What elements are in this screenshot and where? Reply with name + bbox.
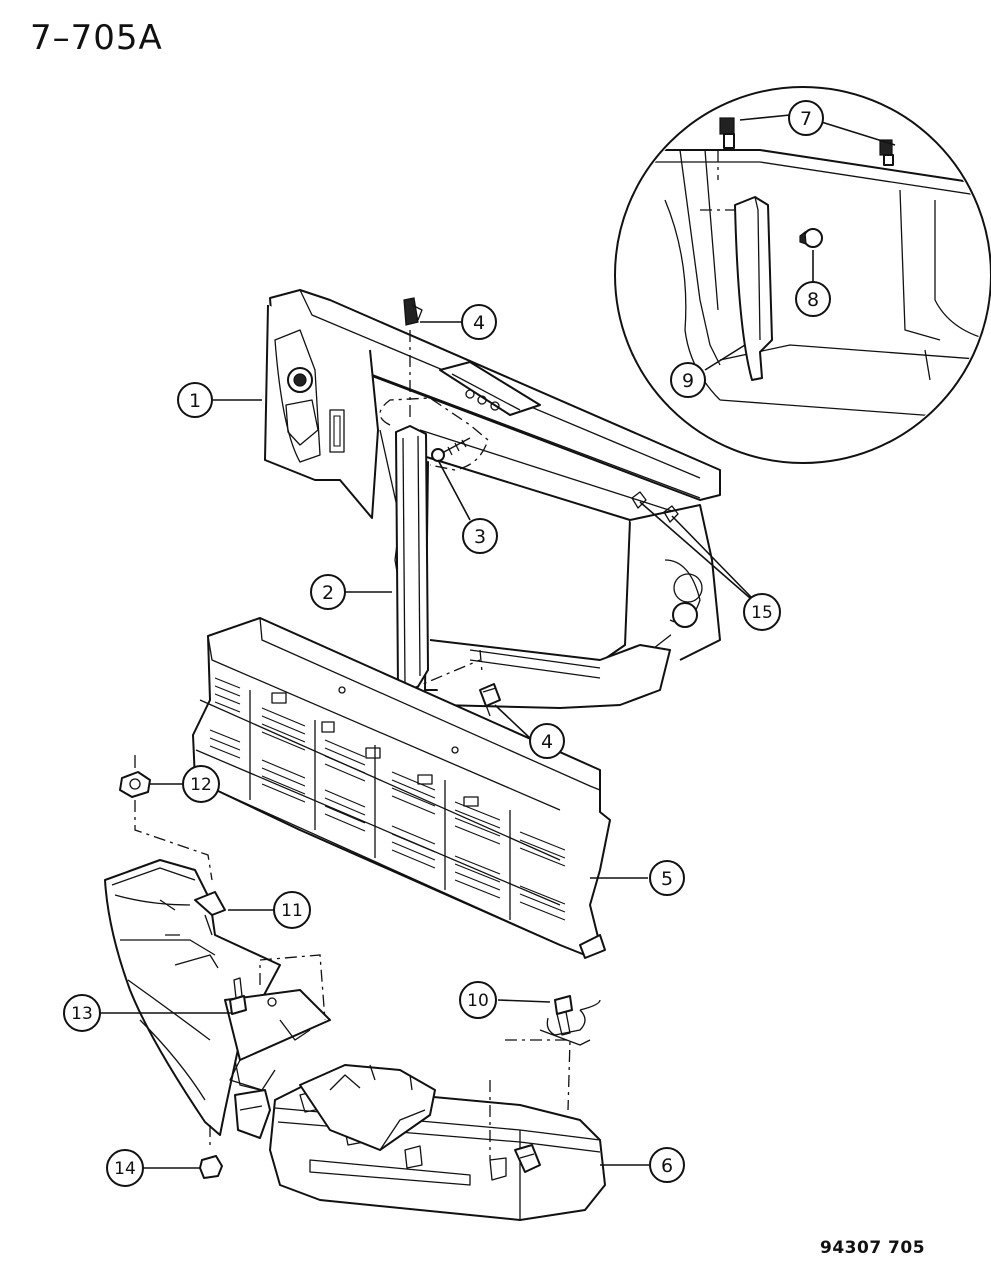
screw (431, 437, 471, 462)
callout-14: 14 (106, 1149, 144, 1187)
callout-4-bottom: 4 (529, 723, 565, 759)
callout-7: 7 (788, 100, 824, 136)
callout-1: 1 (177, 382, 213, 418)
callout-4-top: 4 (461, 304, 497, 340)
bolt-left (229, 977, 247, 1015)
svg-text:2: 2 (322, 582, 334, 604)
callout-9: 9 (670, 362, 706, 398)
svg-text:9: 9 (682, 370, 694, 392)
svg-text:3: 3 (474, 526, 486, 548)
leader-lines (100, 114, 896, 1169)
diagram-title: 7–705A (30, 18, 163, 58)
callout-3: 3 (462, 518, 498, 554)
callout-10: 10 (459, 981, 497, 1019)
bolt-right (539, 995, 601, 1046)
svg-text:14: 14 (114, 1159, 136, 1179)
radiator-support (264, 289, 721, 709)
figure-code: 94307 705 (820, 1238, 926, 1258)
svg-text:4: 4 (541, 731, 553, 753)
nut (119, 755, 151, 798)
svg-text:6: 6 (661, 1155, 673, 1177)
callout-12: 12 (182, 765, 220, 803)
svg-text:13: 13 (71, 1004, 93, 1024)
svg-text:11: 11 (281, 901, 303, 921)
callout-2: 2 (310, 574, 346, 610)
svg-text:1: 1 (189, 390, 201, 412)
grille (192, 617, 611, 959)
svg-text:5: 5 (661, 868, 673, 890)
callout-11: 11 (273, 891, 311, 929)
callout-13: 13 (63, 994, 101, 1032)
clip-top (403, 297, 423, 326)
svg-text:7: 7 (800, 108, 812, 130)
callout-8: 8 (795, 281, 831, 317)
callout-15: 15 (743, 593, 781, 631)
svg-text:10: 10 (467, 991, 489, 1011)
svg-text:15: 15 (751, 603, 773, 623)
svg-text:8: 8 (807, 289, 819, 311)
svg-text:4: 4 (473, 312, 485, 334)
callout-5: 5 (649, 860, 685, 896)
bumper-end-left (104, 859, 331, 1139)
callout-6: 6 (649, 1147, 685, 1183)
clip-bottom (479, 683, 501, 717)
inset-detail-view (614, 86, 991, 464)
svg-text:12: 12 (190, 775, 212, 795)
front-bumper (269, 1064, 606, 1221)
